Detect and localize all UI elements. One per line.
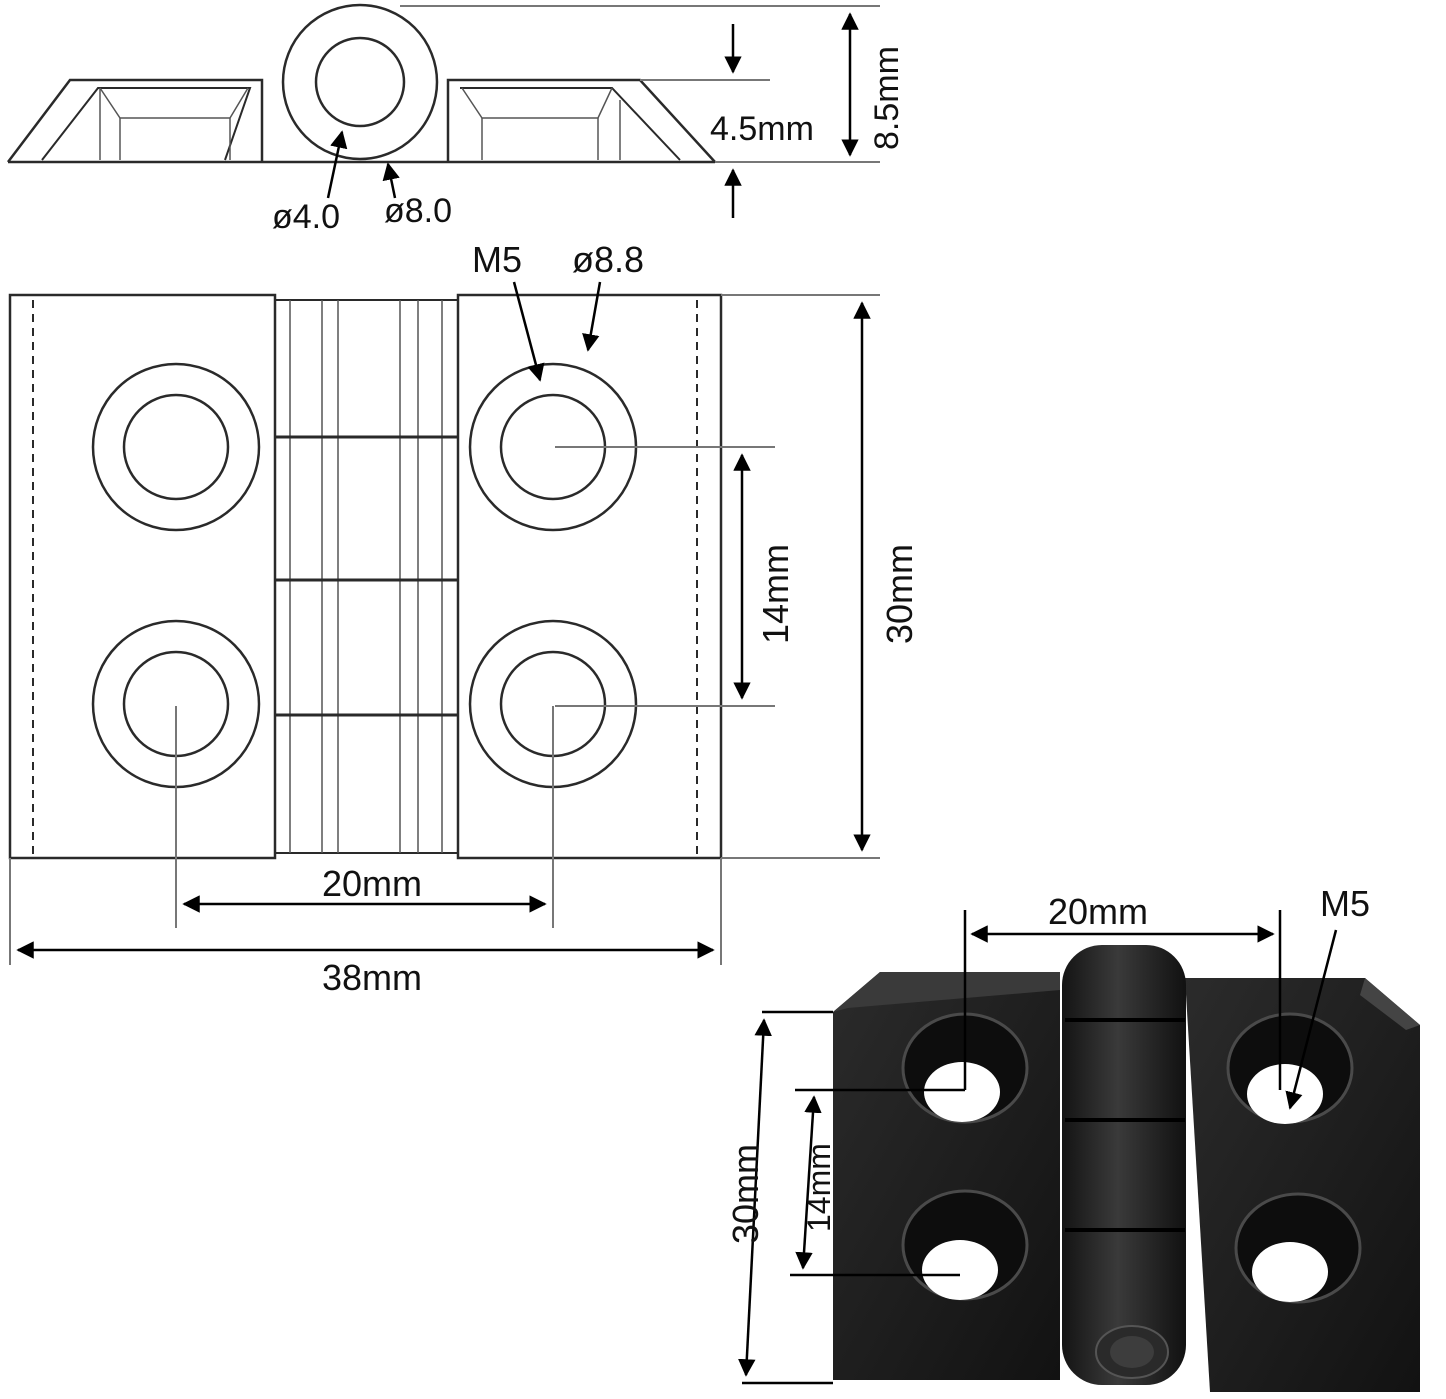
top-view-hinge-outline	[8, 293, 723, 860]
photo-hole-pitch-vertical-label: 14mm	[801, 1143, 837, 1232]
photo-hole-pitch-vertical-arrow	[795, 1095, 822, 1270]
top-view: 14mm 30mm 20mm 38mm M5 ø8.8	[8, 239, 920, 998]
width-label: 38mm	[322, 957, 422, 998]
hole-pitch-horizontal-label: 20mm	[322, 863, 422, 904]
bore-inner-label: ø4.0	[272, 198, 340, 236]
height-label: 30mm	[879, 544, 920, 644]
hinge-photo	[833, 945, 1420, 1392]
counterbore-leader	[582, 281, 602, 352]
bore-outer-label: ø8.0	[384, 192, 452, 230]
photo-height-arrow	[738, 1018, 772, 1377]
bore-outer-leader	[382, 162, 400, 199]
bore-inner-leader	[326, 130, 348, 199]
photo-thread-label: M5	[1320, 883, 1370, 924]
photo-thread-leader	[1285, 929, 1338, 1110]
thread-leader	[512, 281, 545, 382]
photo-hole-pitch-horizontal-label: 20mm	[1048, 891, 1148, 932]
hole-pitch-vertical-label: 14mm	[755, 544, 796, 644]
photo-view: 20mm M5 30mm 14mm	[725, 883, 1420, 1392]
photo-hole-bottom-left	[901, 1189, 1029, 1301]
thread-label: M5	[472, 239, 522, 280]
leaf-thickness-label: 4.5mm	[710, 110, 814, 148]
side-view-hinge-outline	[7, 3, 716, 164]
photo-hole-top-right	[1226, 1012, 1354, 1124]
photo-height-label: 30mm	[725, 1144, 766, 1244]
photo-hole-bottom-right	[1234, 1192, 1362, 1304]
counterbore-label: ø8.8	[572, 239, 644, 280]
total-height-label: 8.5mm	[868, 46, 906, 150]
side-view: 4.5mm 8.5mm ø4.0 ø8.0	[7, 3, 906, 236]
